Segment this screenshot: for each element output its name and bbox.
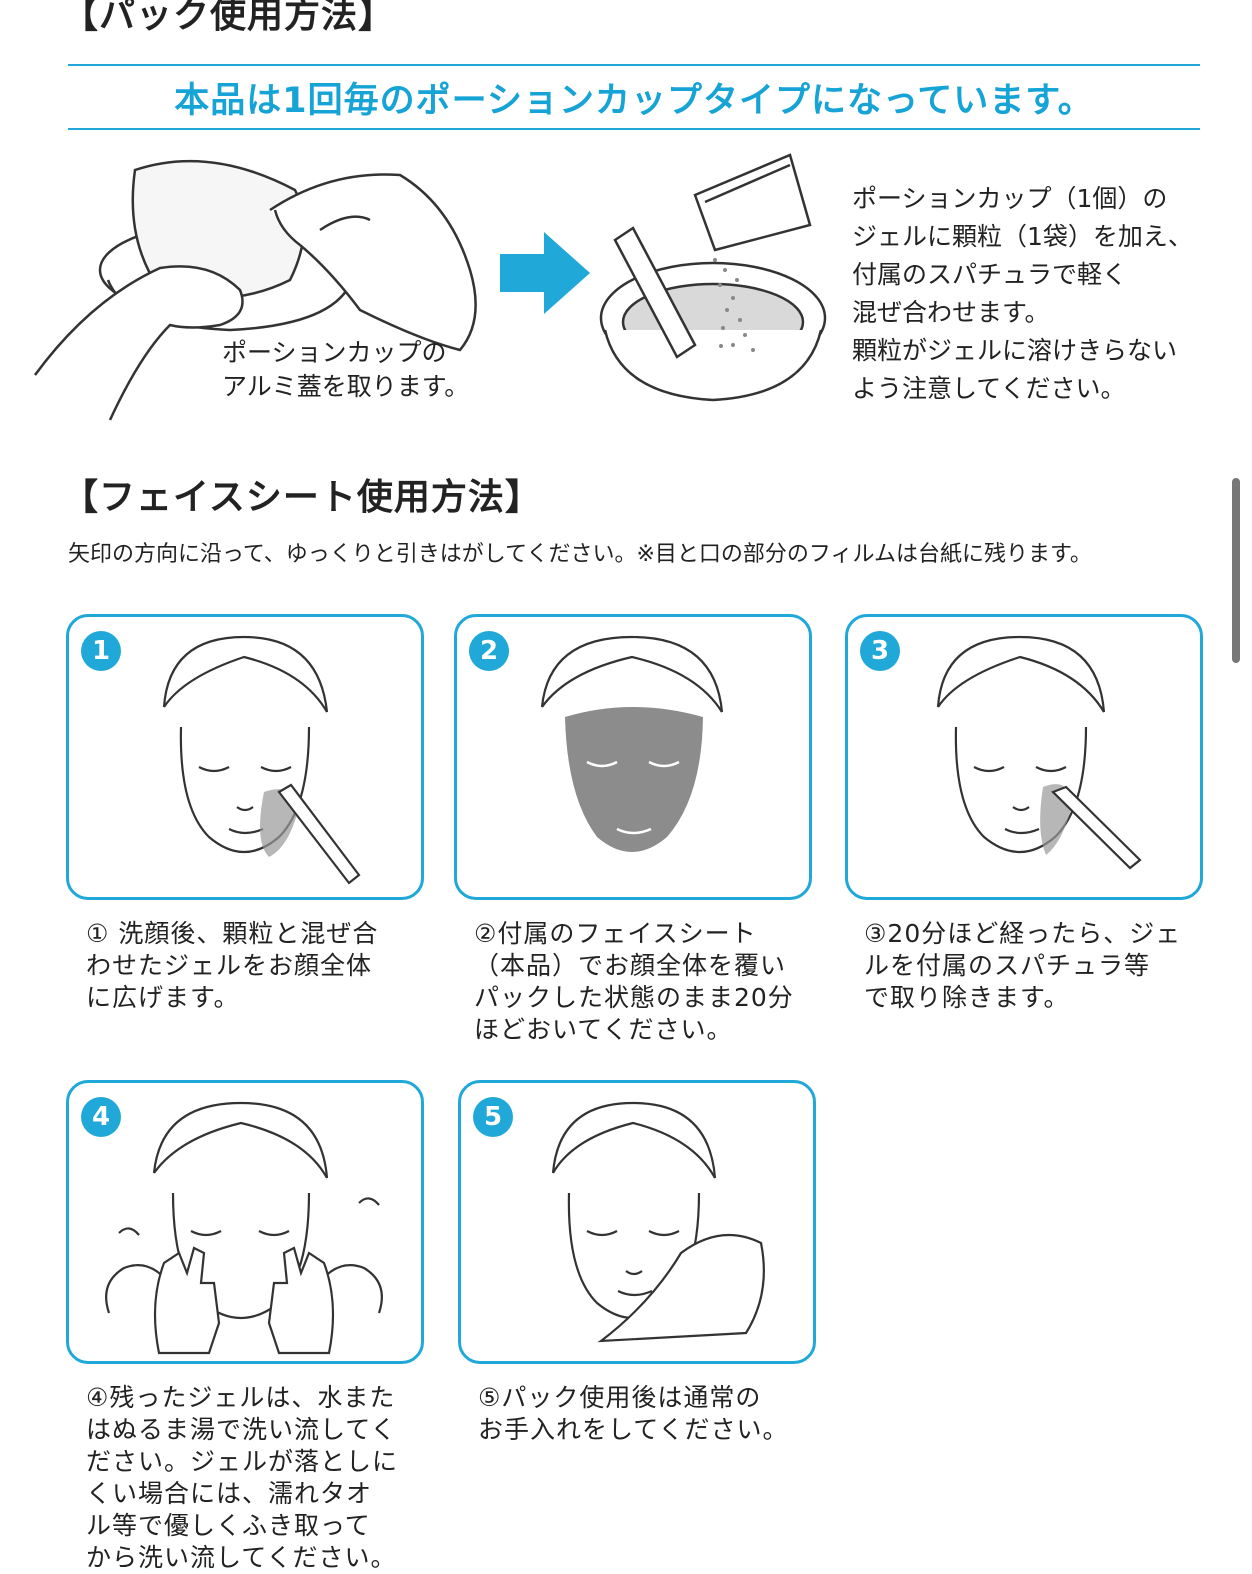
portion-cup-banner: 本品は1回毎のポーションカップタイプになっています。 xyxy=(174,81,1094,121)
step-panel-2: 2 xyxy=(454,614,812,900)
step-panel-1: 1 xyxy=(66,614,424,900)
face-sheet-covering-illustration xyxy=(540,635,724,852)
step-number-badge: 4 xyxy=(81,1097,121,1137)
step-caption-3: ③20分ほど経ったら、ジェ ルを付属のスパチュラ等 で取り除きます。 xyxy=(864,919,1182,1012)
vertical-scrollbar[interactable] xyxy=(1232,478,1240,663)
step-panel-4: 4 xyxy=(66,1080,424,1364)
face-skincare-illustration xyxy=(551,1101,765,1343)
peel-instruction-note: 矢印の方向に沿って、ゆっくりと引きはがしてください。※目と口の部分のフィルムは台… xyxy=(68,542,1092,567)
face-rinsing-illustration xyxy=(105,1101,383,1355)
step-caption-5: ⑤パック使用後は通常の お手入れをしてください。 xyxy=(478,1383,789,1444)
face-sheet-usage-heading: 【フェイスシート使用方法】 xyxy=(62,477,542,518)
remove-lid-illustration xyxy=(33,159,477,421)
mix-gel-caption: ポーションカップ（1個）の ジェルに顆粒（1袋）を加え、 付属のスパチュラで軽く… xyxy=(852,184,1193,403)
face-applying-gel-illustration xyxy=(162,635,361,885)
step-number-badge: 1 xyxy=(81,631,121,671)
step-caption-4: ④残ったジェルは、水また はぬるま湯で洗い流してく ださい。ジェルが落としに く… xyxy=(86,1383,399,1572)
step-number-badge: 5 xyxy=(473,1097,513,1137)
step-caption-2: ②付属のフェイスシート （本品）でお顔全体を覆い パックした状態のまま20分 ほ… xyxy=(474,919,794,1044)
remove-lid-caption: ポーションカップの アルミ蓋を取ります。 xyxy=(222,338,470,401)
step-number-badge: 2 xyxy=(469,631,509,671)
step-panel-5: 5 xyxy=(458,1080,816,1364)
next-arrow-icon xyxy=(500,232,590,314)
banner-bottom-rule xyxy=(68,128,1200,130)
face-removing-gel-illustration xyxy=(936,635,1142,870)
banner-top-rule xyxy=(68,64,1200,66)
pack-usage-heading: 【パック使用方法】 xyxy=(62,0,396,36)
step-caption-1: ① 洗顔後、顆粒と混ぜ合 わせたジェルをお顔全体 に広げます。 xyxy=(86,919,379,1012)
step-number-badge: 3 xyxy=(860,631,900,671)
step-panel-3: 3 xyxy=(845,614,1203,900)
mix-gel-illustration xyxy=(599,153,827,402)
